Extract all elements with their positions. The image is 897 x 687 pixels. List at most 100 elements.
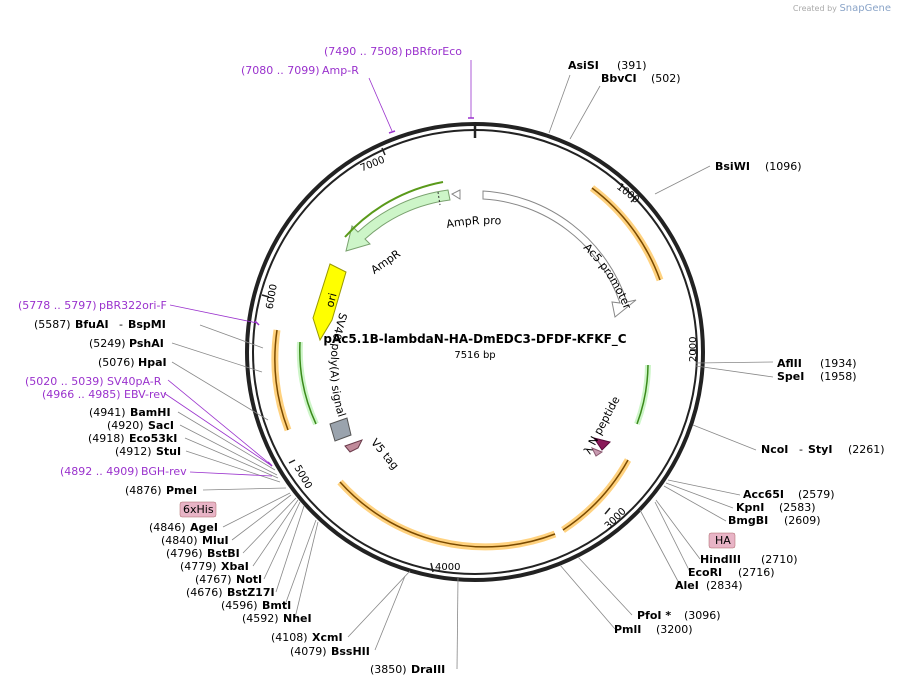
svg-text:(7080 .. 7099): (7080 .. 7099) xyxy=(241,64,320,77)
primer-label-5: (4966 .. 4985) EBV-rev xyxy=(42,388,167,401)
ampr-label: AmpR xyxy=(369,247,404,277)
ha-box xyxy=(708,532,736,549)
site-agei: (4846)AgeI xyxy=(149,521,218,534)
svg-text:(1096): (1096) xyxy=(765,160,802,173)
site-bfuai-bspmi: (5587)BfuAI-BspMI xyxy=(34,318,166,331)
site-alei: AleI(2834) xyxy=(675,579,743,592)
svg-text:AflII: AflII xyxy=(777,357,802,370)
svg-text:(4676): (4676) xyxy=(186,586,223,599)
svg-text:SpeI: SpeI xyxy=(777,370,804,383)
svg-text:SV40pA-R: SV40pA-R xyxy=(107,375,162,388)
svg-text:DraIII: DraIII xyxy=(411,663,445,676)
snapgene-watermark: Created by SnapGene xyxy=(792,3,891,14)
site-pfoi: PfoI * (3096) xyxy=(637,609,721,622)
site-bbvci: BbvCI (502) xyxy=(601,72,681,85)
svg-text:(4966 .. 4985): (4966 .. 4985) xyxy=(42,388,121,401)
orange-arc-4 xyxy=(271,329,292,432)
green-arc-1 xyxy=(634,364,651,426)
his-box-label: 6xHis xyxy=(183,503,214,516)
svg-text:AleI: AleI xyxy=(675,579,699,592)
site-stui: (4912)StuI xyxy=(115,445,181,458)
svg-text:AsiSI: AsiSI xyxy=(568,59,599,72)
svg-text:BfuAI: BfuAI xyxy=(75,318,109,331)
site-bstbi: (4796) BstBI xyxy=(166,547,240,560)
svg-text:PfoI *: PfoI * xyxy=(637,609,671,622)
plasmid-name: pAc5.1B-lambdaN-HA-DmEDC3-DFDF-KFKF_C xyxy=(323,332,626,347)
svg-text:StyI: StyI xyxy=(808,443,832,456)
svg-text:pBRforEco: pBRforEco xyxy=(405,45,462,58)
svg-text:BssHII: BssHII xyxy=(331,645,370,658)
ha-block-small xyxy=(590,447,604,457)
svg-text:BstBI: BstBI xyxy=(207,547,240,560)
svg-text:PmeI: PmeI xyxy=(166,484,197,497)
svg-text:HpaI: HpaI xyxy=(138,356,167,369)
site-ncoi-styi: NcoI-StyI (2261) xyxy=(761,443,885,456)
svg-text:(4941): (4941) xyxy=(89,406,126,419)
svg-text:BmgBI: BmgBI xyxy=(728,514,768,527)
svg-text:EBV-rev: EBV-rev xyxy=(124,388,167,401)
site-hindiii: HindIII(2710) xyxy=(700,553,798,566)
orange-arc-1-line xyxy=(591,187,661,281)
site-kpni: KpnI(2583) xyxy=(736,501,816,514)
svg-text:Eco53kI: Eco53kI xyxy=(129,432,177,445)
svg-text:NcoI: NcoI xyxy=(761,443,788,456)
orange-arc-3 xyxy=(337,479,557,551)
site-ecori: EcoRI(2716) xyxy=(688,566,775,579)
sv40-block xyxy=(329,417,352,442)
svg-text:(4592): (4592) xyxy=(242,612,279,625)
svg-text:(2261): (2261) xyxy=(848,443,885,456)
svg-text:BmtI: BmtI xyxy=(262,599,291,612)
svg-text:BamHI: BamHI xyxy=(130,406,171,419)
site-hpai: (5076)HpaI xyxy=(98,356,167,369)
site-bamhi: (4941) BamHI xyxy=(89,406,171,419)
svg-text:(5076): (5076) xyxy=(98,356,135,369)
ampr-arrow xyxy=(345,189,451,252)
svg-text:-: - xyxy=(119,318,123,331)
svg-text:NotI: NotI xyxy=(236,573,262,586)
tick-2000: 2000 xyxy=(688,337,699,362)
svg-text:pBR322ori-F: pBR322ori-F xyxy=(99,299,167,312)
svg-text:(2609): (2609) xyxy=(784,514,821,527)
v5-tag-block xyxy=(344,439,364,453)
svg-text:BsiWI: BsiWI xyxy=(715,160,750,173)
site-eco53ki: (4918)Eco53kI xyxy=(88,432,177,445)
svg-text:BstZ17I: BstZ17I xyxy=(227,586,275,599)
svg-text:(7490 .. 7508): (7490 .. 7508) xyxy=(324,45,403,58)
primer-label-3: (5778 .. 5797) pBR322ori-F xyxy=(18,299,167,312)
lambda-n-block xyxy=(592,437,611,451)
svg-text:BspMI: BspMI xyxy=(128,318,166,331)
svg-text:(4779): (4779) xyxy=(180,560,217,573)
svg-text:MluI: MluI xyxy=(202,534,229,547)
site-xcmi: (4108) XcmI xyxy=(271,631,343,644)
orange-arc-2-line xyxy=(562,459,629,531)
site-noti: (4767)NotI xyxy=(195,573,262,586)
svg-text:(4846): (4846) xyxy=(149,521,186,534)
svg-text:(4876): (4876) xyxy=(125,484,162,497)
svg-text:(3850): (3850) xyxy=(370,663,407,676)
site-draiii: (3850) DraIII xyxy=(370,663,445,676)
svg-text:XcmI: XcmI xyxy=(312,631,343,644)
svg-text:(4108): (4108) xyxy=(271,631,308,644)
svg-text:SacI: SacI xyxy=(148,419,174,432)
svg-text:(502): (502) xyxy=(651,72,681,85)
site-nhei: (4592)NheI xyxy=(242,612,312,625)
svg-text:EcoRI: EcoRI xyxy=(688,566,722,579)
svg-text:XbaI: XbaI xyxy=(221,560,249,573)
svg-text:(5249): (5249) xyxy=(89,337,126,350)
primer-label-4: (5020 .. 5039) SV40pA-R xyxy=(25,375,162,388)
svg-text:KpnI: KpnI xyxy=(736,501,764,514)
svg-text:(3096): (3096) xyxy=(684,609,721,622)
svg-text:PmlI: PmlI xyxy=(614,623,641,636)
ori-arrow xyxy=(312,263,347,342)
site-acc65i: Acc65I(2579) xyxy=(743,488,835,501)
backbone-outer xyxy=(245,122,705,582)
site-bmgbi: BmgBI (2609) xyxy=(728,514,821,527)
ori-label: ori xyxy=(323,292,339,309)
his-box xyxy=(179,501,217,518)
ac5-promoter-label: Ac5 promoter xyxy=(581,241,634,312)
svg-text:BbvCI: BbvCI xyxy=(601,72,637,85)
svg-text:(4796): (4796) xyxy=(166,547,203,560)
right-leader-lines xyxy=(548,74,774,630)
ampr-promoter-arrow xyxy=(450,189,461,200)
svg-text:-: - xyxy=(799,443,803,456)
